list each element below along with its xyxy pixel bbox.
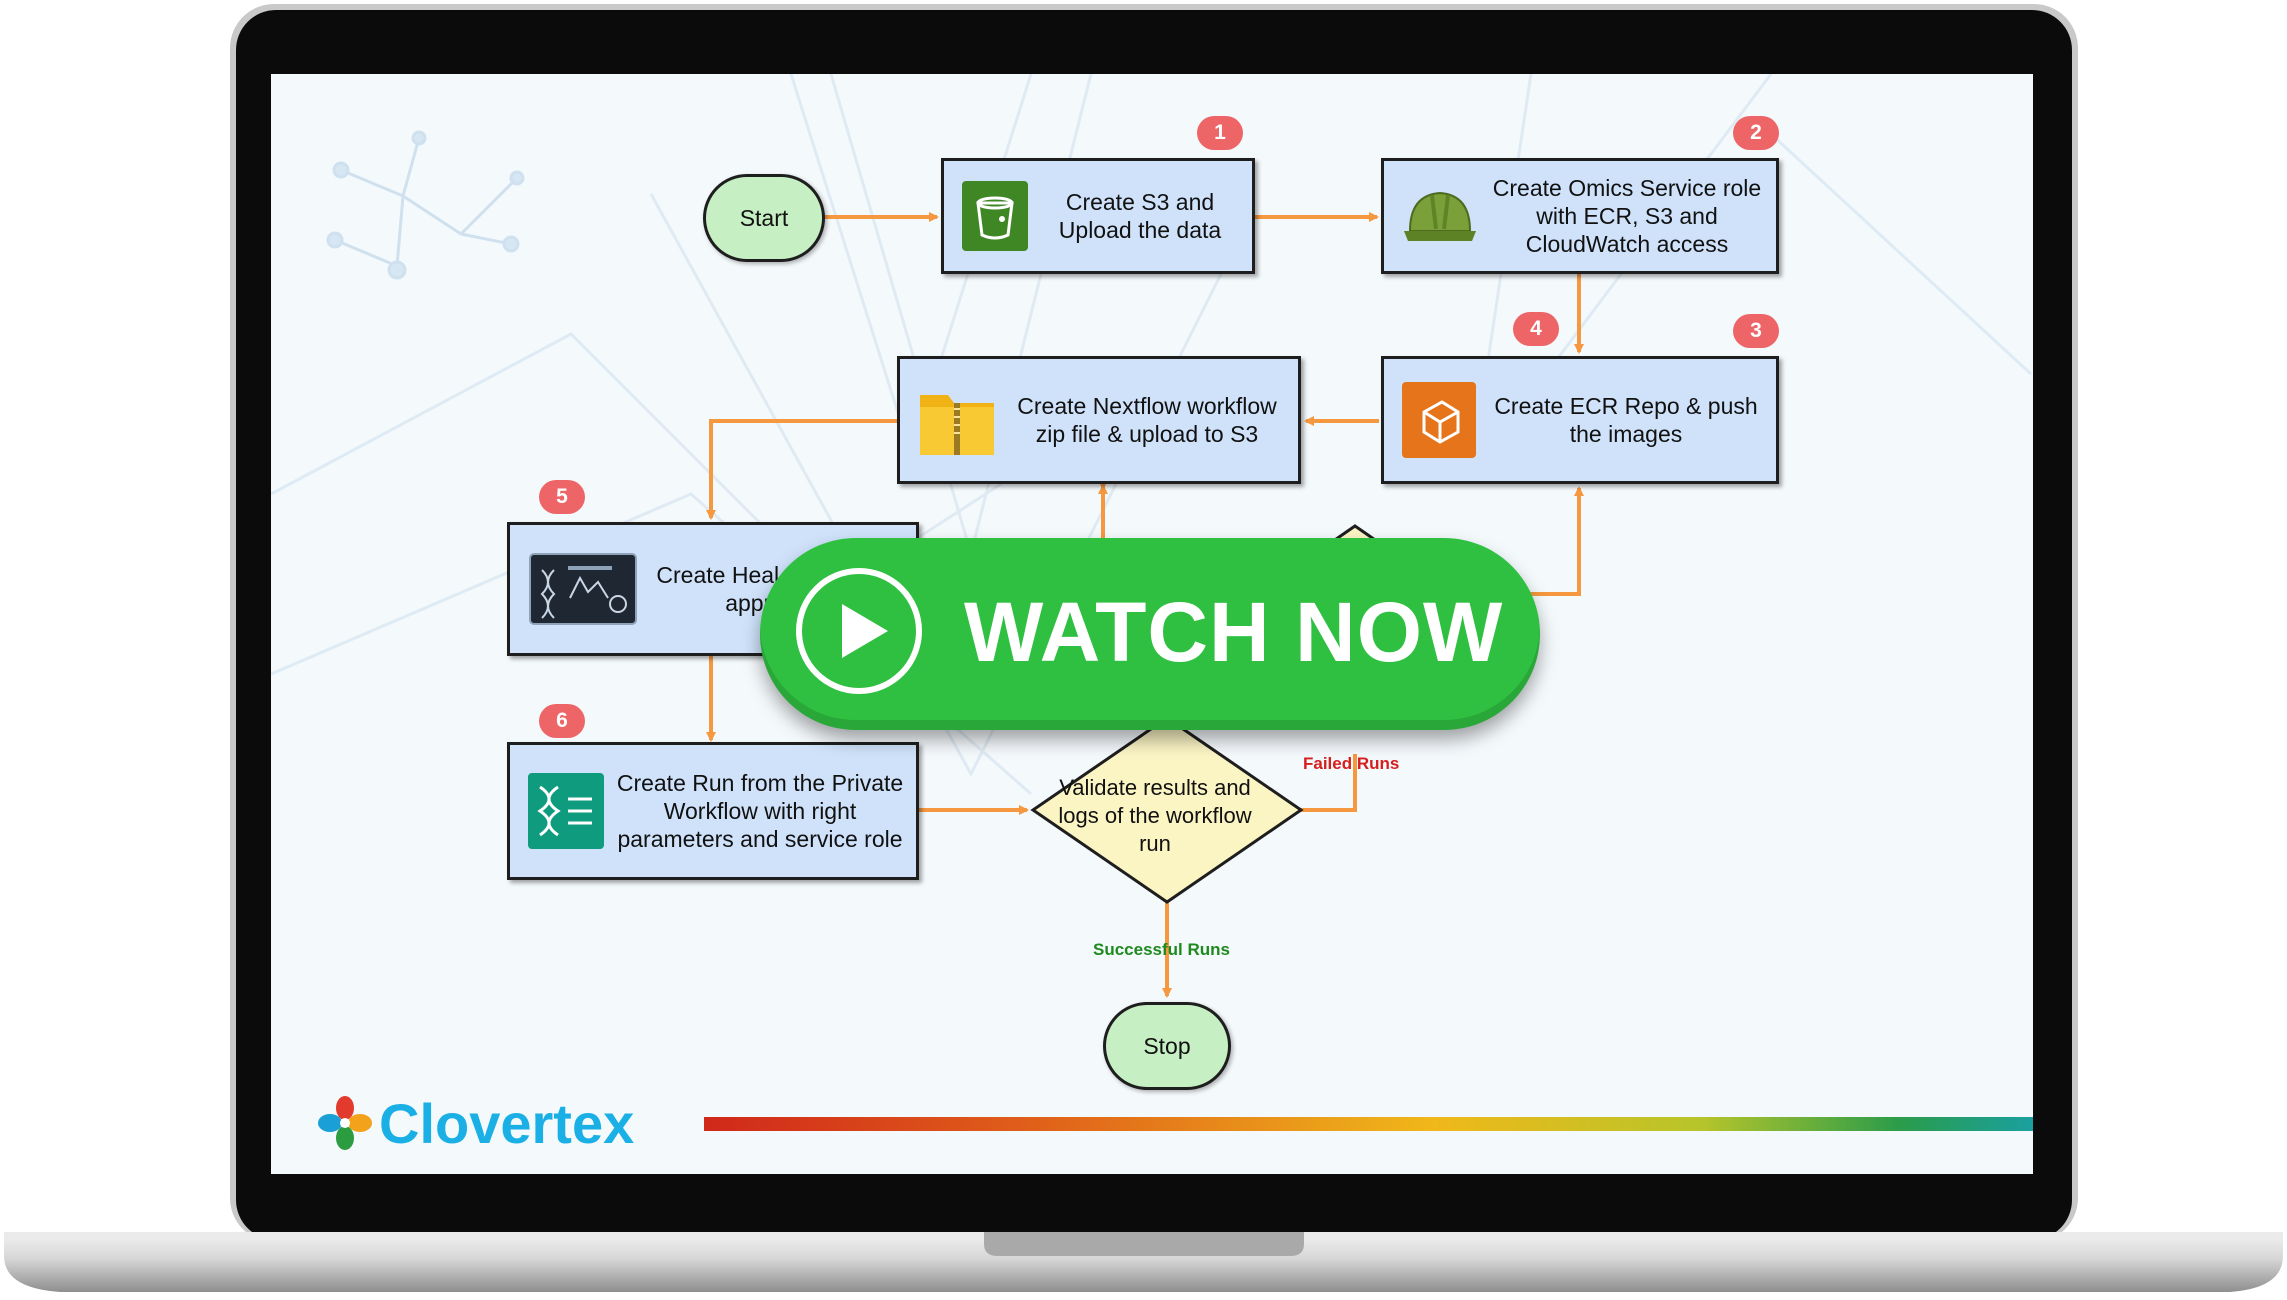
arrow-failed-to-3 <box>1511 486 1584 596</box>
brand-logo: Clovertex <box>317 1092 634 1156</box>
step-6-text: Create Run from the Private Workflow wit… <box>616 770 904 852</box>
step-badge-5: 5 <box>539 480 585 514</box>
brand-gradient-bar <box>704 1117 2033 1131</box>
step-3-box: Create ECR Repo & push the images <box>1381 356 1779 484</box>
play-icon[interactable] <box>796 568 922 694</box>
watch-now-label[interactable]: WATCH NOW <box>964 585 1504 679</box>
step-badge-1: 1 <box>1197 116 1243 150</box>
dna-run-icon <box>528 773 604 849</box>
decision-diamond <box>1030 716 1304 904</box>
step-badge-2: 2 <box>1733 116 1779 150</box>
step-badge-4: 4 <box>1513 312 1559 346</box>
step-4-text: Create Nextflow workflow zip file & uplo… <box>1017 393 1277 447</box>
ecr-repo-icon <box>1402 382 1476 458</box>
start-terminal: Start <box>703 174 825 262</box>
hardhat-icon <box>1404 191 1476 241</box>
step-4-box: Create Nextflow workflow zip file & uplo… <box>897 356 1301 484</box>
decision-text: Validate results and logs of the workflo… <box>1058 775 1252 856</box>
watch-now-button[interactable]: WATCH NOW <box>760 538 1540 730</box>
flowchart-connectors <box>706 212 1584 998</box>
brand-name: Clovertex <box>379 1092 635 1155</box>
zip-folder-icon <box>920 395 994 455</box>
s3-bucket-icon <box>962 181 1028 251</box>
healthomics-dashboard-icon <box>529 553 637 625</box>
step-2-box: Create Omics Service role with ECR, S3 a… <box>1381 158 1779 274</box>
stop-terminal: Stop <box>1103 1002 1231 1090</box>
step-3-text: Create ECR Repo & push the images <box>1494 393 1758 447</box>
step-6-box: Create Run from the Private Workflow wit… <box>507 742 919 880</box>
clover-logo-icon <box>318 1096 372 1150</box>
arrow-4-to-5 <box>706 419 897 520</box>
step-1-text: Create S3 and Upload the data <box>1058 189 1222 243</box>
successful-runs-label: Successful Runs <box>1093 940 1230 959</box>
step-badge-3: 3 <box>1733 314 1779 348</box>
failed-runs-label: Failed Runs <box>1303 754 1400 773</box>
step-badge-6: 6 <box>539 704 585 738</box>
step-2-text: Create Omics Service role with ECR, S3 a… <box>1492 175 1762 257</box>
step-1-box: Create S3 and Upload the data <box>941 158 1255 274</box>
